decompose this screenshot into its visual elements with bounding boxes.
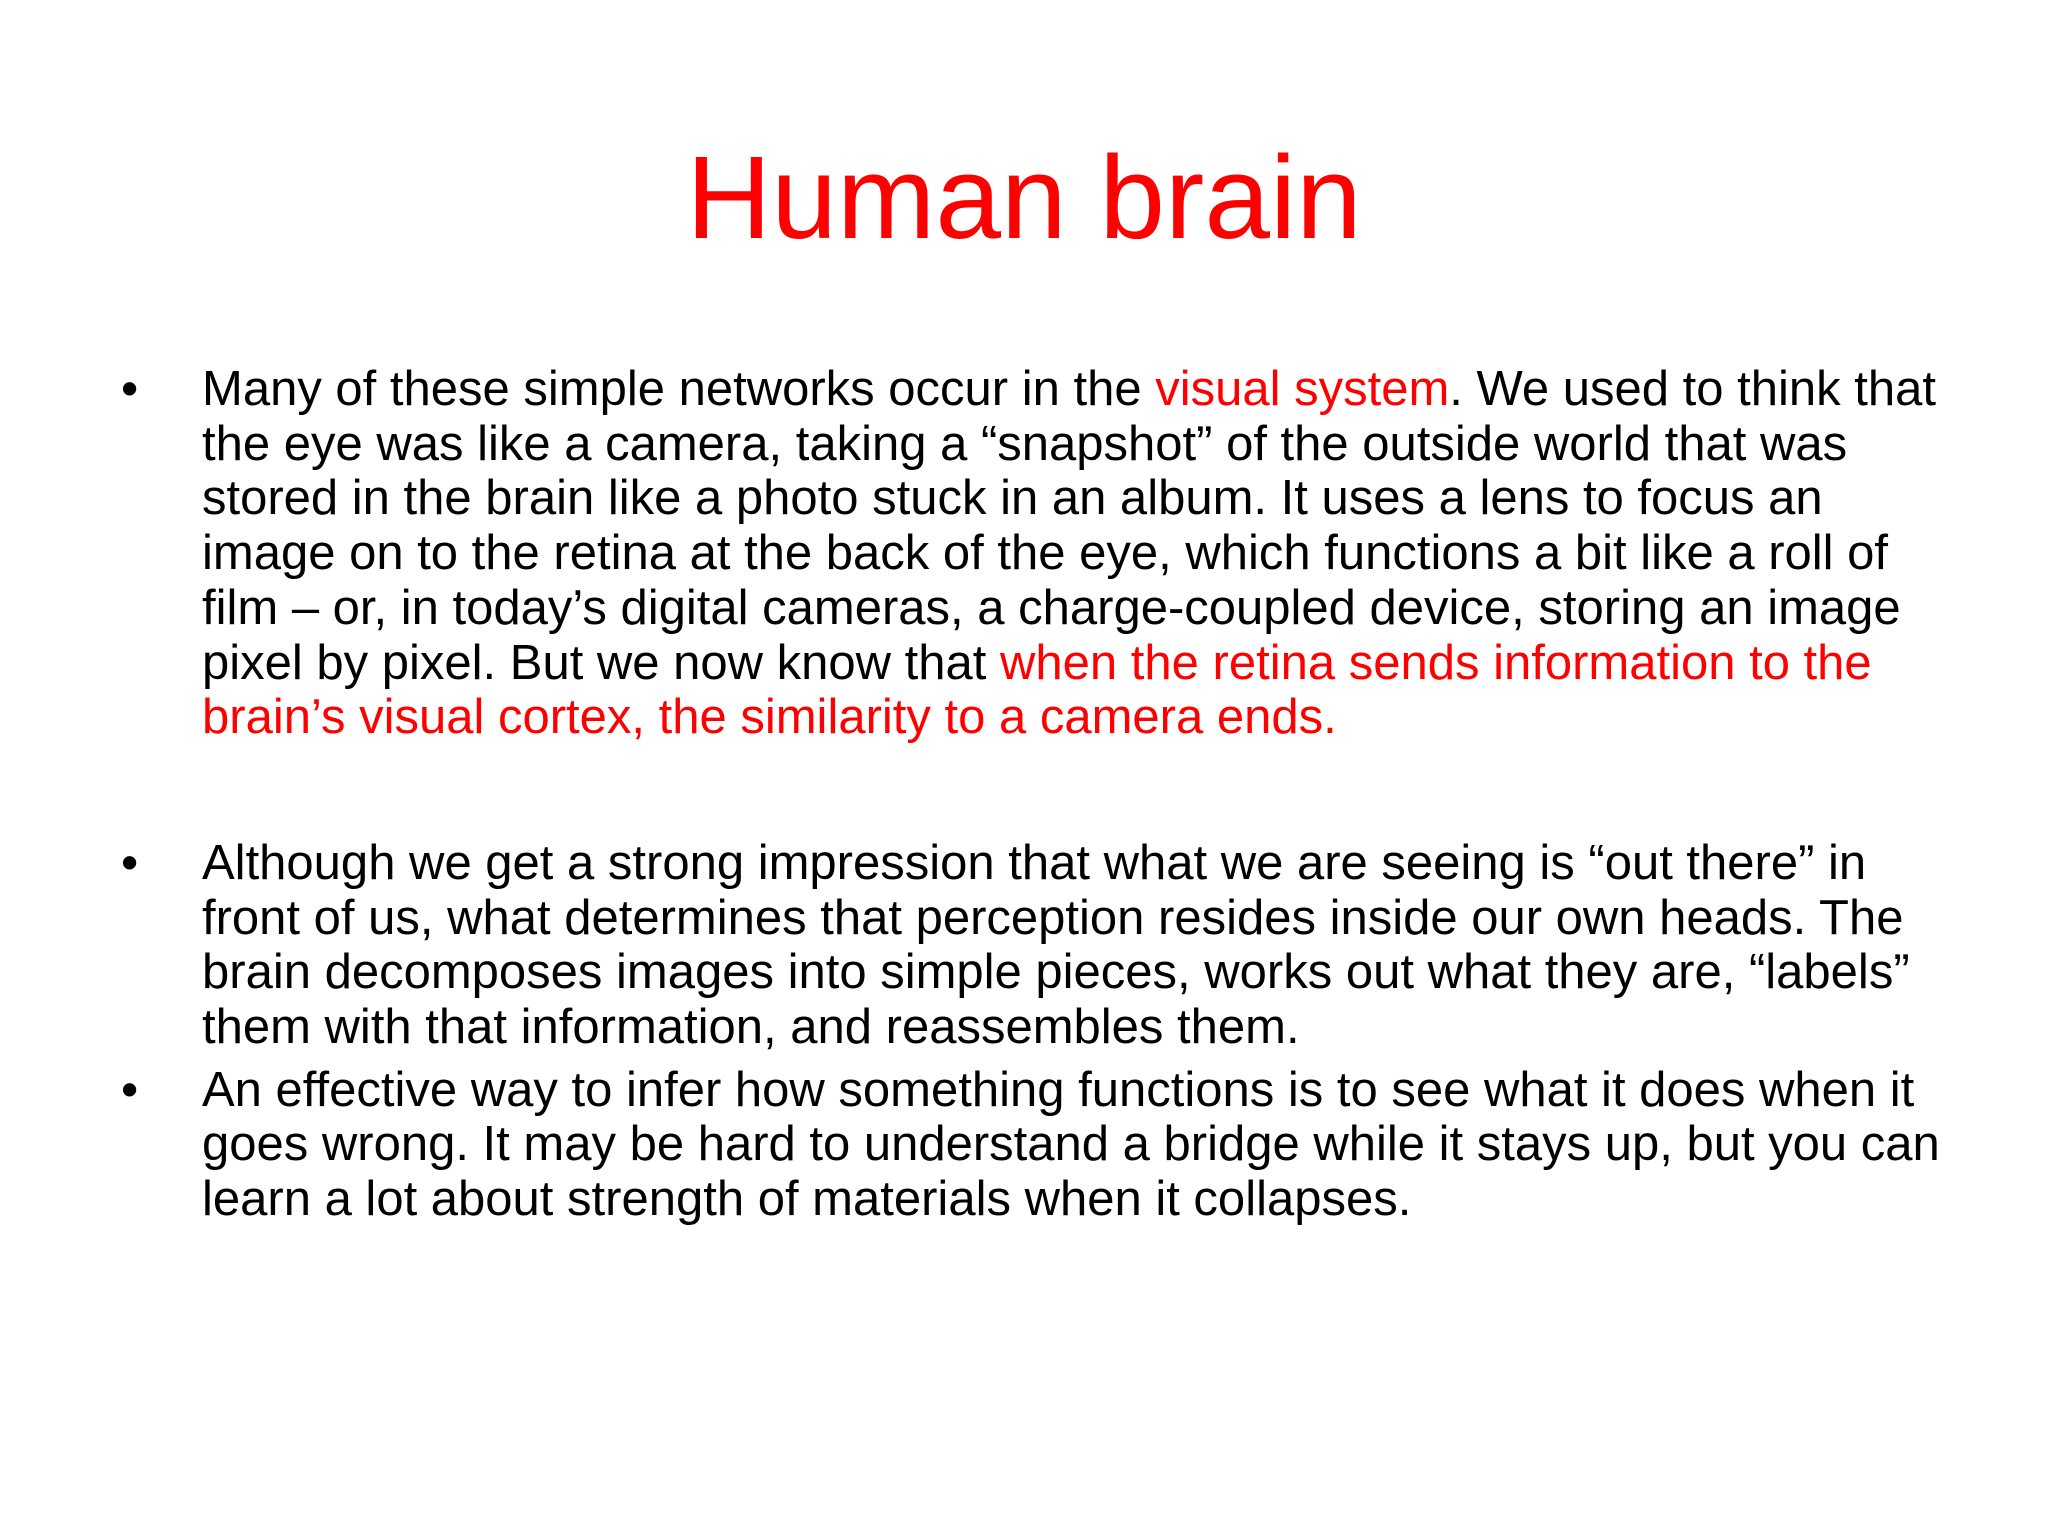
bullet-list: • Many of these simple networks occur in… — [116, 362, 1946, 1227]
slide-title: Human brain — [686, 132, 1362, 264]
highlight-visual-system: visual system — [1155, 362, 1450, 416]
bullet-item-perception: • Although we get a strong impression th… — [116, 836, 1946, 1055]
highlight-visual-cortex: when the retina sends information to the… — [202, 635, 1872, 745]
bullet-marker: • — [121, 362, 139, 416]
bullet-text: . We used to think that the eye was like… — [202, 362, 1936, 690]
bullet-marker: • — [121, 835, 139, 890]
bullet-text: Although we get a strong impression that… — [202, 835, 1910, 1055]
bullet-item-visual-system: • Many of these simple networks occur in… — [116, 362, 1946, 745]
bullet-text: An effective way to infer how something … — [202, 1062, 1940, 1227]
bullet-item-bridge: • An effective way to infer how somethin… — [116, 1063, 1946, 1227]
bullet-text: Many of these simple networks occur in t… — [202, 362, 1156, 416]
bullet-marker: • — [121, 1062, 139, 1117]
